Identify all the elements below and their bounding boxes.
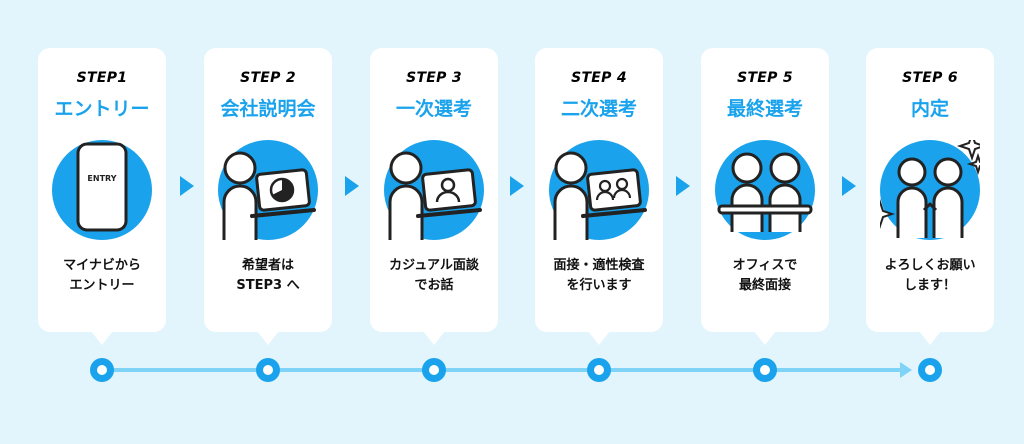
desc-line: 最終面接	[738, 278, 791, 294]
step-label: STEP 6	[902, 70, 958, 86]
step-label: STEP 3	[406, 70, 462, 86]
desc-line: 希望者は	[241, 258, 294, 273]
desc-line: を行います	[566, 278, 632, 294]
two-people-table-icon	[715, 140, 815, 240]
timeline-dot	[256, 358, 280, 382]
person-laptop-chart-icon	[218, 140, 318, 240]
timeline-dot	[753, 358, 777, 382]
step-desc: マイナビから エントリー	[42, 256, 162, 296]
step-card-5: STEP 5 最終選考 オフィスで 最終面接	[701, 48, 829, 345]
step-card-6: STEP 6 内定 よろしくお願い します！	[866, 48, 994, 345]
desc-line: します！	[903, 278, 956, 294]
desc-line: でお話	[414, 278, 454, 294]
step-card-3: STEP 3 一次選考 カジュアル面談 でお話	[370, 48, 498, 345]
step-label: STEP 4	[571, 70, 627, 86]
desc-line: カジュアル面談	[389, 258, 479, 273]
person-laptop-video-icon	[384, 140, 484, 240]
desc-line: オフィスで	[732, 258, 798, 273]
step-title: 会社説明会	[220, 98, 316, 120]
step-label: STEP1	[76, 70, 128, 86]
step-title: 一次選考	[395, 98, 472, 120]
person-laptop-group-icon	[549, 140, 649, 240]
step-title: 最終選考	[726, 98, 803, 120]
arrow-right-icon	[345, 176, 359, 196]
phone-entry-icon: ENTRY	[52, 140, 152, 240]
desc-line: マイナビから	[63, 258, 141, 273]
arrow-right-icon	[676, 176, 690, 196]
arrow-right-icon	[180, 176, 194, 196]
timeline-dot	[422, 358, 446, 382]
timeline-dot	[90, 358, 114, 382]
step-title: 二次選考	[560, 98, 637, 120]
step-desc: カジュアル面談 でお話	[374, 256, 494, 296]
entry-text: ENTRY	[87, 174, 116, 183]
handshake-sparkle-icon	[880, 140, 980, 240]
step-card-2: STEP 2 会社説明会 希望者は STEP3 へ	[204, 48, 332, 345]
desc-line: STEP3 へ	[236, 278, 300, 294]
timeline-dot	[587, 358, 611, 382]
step-desc: 希望者は STEP3 へ	[208, 256, 328, 296]
desc-line: よろしくお願い	[884, 258, 976, 273]
desc-line: 面接・適性検査	[553, 258, 645, 273]
timeline-line	[104, 368, 904, 372]
arrow-right-icon	[510, 176, 524, 196]
step-desc: 面接・適性検査 を行います	[539, 256, 659, 296]
step-label: STEP 2	[240, 70, 296, 86]
desc-line: エントリー	[69, 278, 135, 294]
step-title: 内定	[910, 98, 949, 120]
timeline-dot	[918, 358, 942, 382]
step-label: STEP 5	[737, 70, 793, 86]
step-desc: よろしくお願い します！	[870, 256, 990, 296]
arrow-right-icon	[842, 176, 856, 196]
step-card-1: STEP1 エントリー ENTRY マイナビから エントリー	[38, 48, 166, 345]
step-card-4: STEP 4 二次選考 面接・適性検査 を行います	[535, 48, 663, 345]
step-desc: オフィスで 最終面接	[705, 256, 825, 296]
step-title: エントリー	[54, 98, 150, 120]
timeline-arrow-icon	[900, 362, 912, 378]
